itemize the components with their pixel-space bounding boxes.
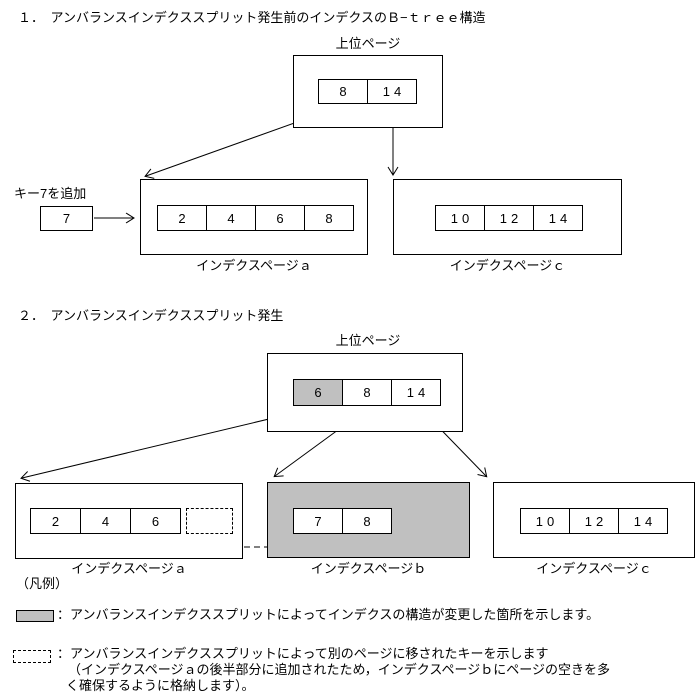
section1-upper-page-label: 上位ページ xyxy=(335,36,401,51)
s1-index-page-c-label: インデクスページｃ xyxy=(449,258,566,273)
key-add-label: キー7を追加 xyxy=(14,186,87,201)
section2-upper-page-cells: 6 8 14 xyxy=(293,379,441,406)
legend-gray-text: ：アンバランスインデクススプリットによってインデクスの構造が変更した箇所を示しま… xyxy=(57,607,600,622)
s1-page-a-cell-8: 8 xyxy=(304,205,354,231)
s2-upper-cell-8: 8 xyxy=(342,379,392,406)
s2-index-page-c-cells: 10 12 14 xyxy=(520,508,668,534)
section2-title: ２． アンバランスインデクススプリット発生 xyxy=(18,308,284,323)
s2-page-c-cell-14: 14 xyxy=(618,508,668,534)
section1-upper-page-cells: 8 14 xyxy=(318,79,417,104)
section1-title: １． アンバランスインデクススプリット発生前のインデクスのＢ−ｔｒｅｅ構造 xyxy=(18,10,486,25)
s2-page-a-moved-key-dashed-cell xyxy=(186,508,233,534)
legend-dashed-text-line3: く確保するように格納します）。 xyxy=(66,678,255,693)
s2-page-c-cell-12: 12 xyxy=(569,508,619,534)
s2-page-b-cell-8: 8 xyxy=(342,508,392,534)
legend-heading: （凡例） xyxy=(16,576,69,591)
s1-upper-cell-14: 14 xyxy=(367,79,417,104)
s1-page-a-cell-2: 2 xyxy=(157,205,207,231)
legend-dashed-text-line2: （インデクスページａの後半部分に追加されたため，インデクスページｂにページの空き… xyxy=(68,662,610,677)
s1-page-a-cell-4: 4 xyxy=(206,205,256,231)
s1-page-a-cell-6: 6 xyxy=(255,205,305,231)
s2-page-c-cell-10: 10 xyxy=(520,508,570,534)
s2-upper-cell-14: 14 xyxy=(391,379,441,406)
s1-page-c-cell-14: 14 xyxy=(533,205,583,231)
s2-page-a-cell-4: 4 xyxy=(80,508,131,534)
legend-dashed-text-line1: ：アンバランスインデクススプリットによって別のページに移されたキーを示します xyxy=(57,646,549,661)
s2-index-page-b-label: インデクスページｂ xyxy=(310,561,427,576)
s2-page-b-cell-7: 7 xyxy=(293,508,343,534)
s1-page-c-cell-12: 12 xyxy=(484,205,534,231)
s2-upper-cell-6-highlighted: 6 xyxy=(293,379,343,406)
gray-swatch-icon xyxy=(16,610,54,622)
s2-index-page-a-label: インデクスページａ xyxy=(71,561,187,576)
s2-page-a-cell-6: 6 xyxy=(130,508,181,534)
s1-upper-cell-8: 8 xyxy=(318,79,368,104)
s2-index-page-b-cells: 7 8 xyxy=(293,508,392,534)
s1-page-c-cell-10: 10 xyxy=(435,205,485,231)
s1-index-page-a-cells: 2 4 6 8 xyxy=(157,205,354,231)
section2-upper-page-label: 上位ページ xyxy=(335,333,401,348)
dashed-swatch-icon xyxy=(13,650,51,663)
key-add-box: 7 xyxy=(40,206,93,231)
s2-index-page-a-cells: 2 4 6 xyxy=(30,508,181,534)
s2-index-page-c-label: インデクスページｃ xyxy=(536,561,652,576)
s1-index-page-a-label: インデクスページａ xyxy=(196,258,312,273)
s2-page-a-cell-2: 2 xyxy=(30,508,81,534)
s1-index-page-c-cells: 10 12 14 xyxy=(435,205,583,231)
